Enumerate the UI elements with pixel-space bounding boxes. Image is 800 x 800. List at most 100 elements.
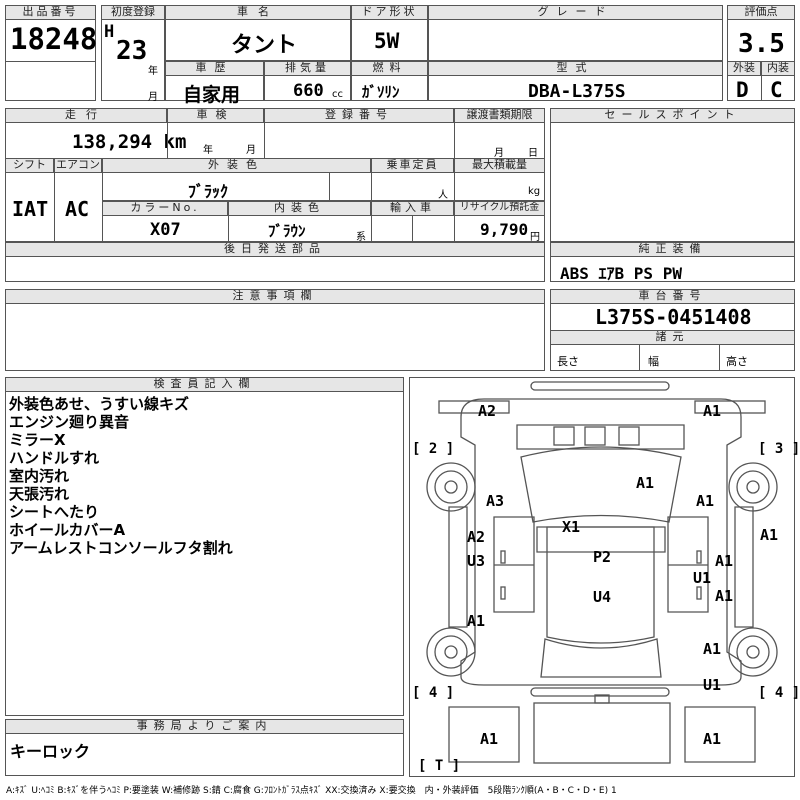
lot-number: 18248 bbox=[10, 22, 98, 56]
damage-mark: A1 bbox=[715, 552, 734, 570]
damage-mark: P2 bbox=[593, 548, 612, 566]
divider bbox=[228, 201, 229, 242]
era: H bbox=[104, 22, 115, 42]
office-note: キーロック bbox=[10, 742, 91, 761]
color-no-label: カラーNo. bbox=[102, 201, 228, 216]
grade-label: グレード bbox=[428, 5, 723, 20]
ext-label: 外装 bbox=[727, 61, 761, 76]
score: 3.5 bbox=[738, 29, 785, 59]
corner-label: [ 4 ] bbox=[758, 685, 800, 701]
ac-label: エアコン bbox=[54, 158, 102, 173]
inspector-note: ミラーX bbox=[9, 431, 66, 449]
inspector-note: 室内汚れ bbox=[9, 467, 70, 485]
divider bbox=[454, 108, 455, 158]
shift: IAT bbox=[12, 197, 49, 221]
car-name: タント bbox=[231, 33, 298, 58]
inspector-label: 検査員記入欄 bbox=[5, 377, 404, 392]
later-label: 後日発送部品 bbox=[5, 242, 545, 257]
reg-year: 23 bbox=[116, 36, 148, 66]
damage-mark: A2 bbox=[467, 528, 486, 546]
divider bbox=[167, 108, 168, 158]
int-grade: C bbox=[770, 78, 783, 102]
damage-mark: A1 bbox=[703, 640, 722, 658]
color-label: 外装色 bbox=[102, 158, 371, 173]
damage-mark: U3 bbox=[467, 552, 486, 570]
damage-mark: A2 bbox=[478, 402, 497, 420]
selling-points-block bbox=[550, 108, 795, 242]
car-name-label: 車名 bbox=[165, 5, 351, 20]
door-type: 5W bbox=[374, 29, 400, 53]
inspector-note: ハンドルすれ bbox=[9, 449, 100, 467]
divider bbox=[102, 200, 545, 201]
shift-label: シフト bbox=[5, 158, 54, 173]
first-reg-label: 初度登録 bbox=[101, 5, 165, 20]
width-label: 幅 bbox=[648, 355, 659, 368]
history: 自家用 bbox=[183, 84, 241, 106]
int-label: 内装 bbox=[761, 61, 795, 76]
model-label: 型式 bbox=[428, 61, 723, 76]
divider bbox=[54, 158, 55, 242]
damage-mark: A1 bbox=[696, 492, 715, 510]
divider bbox=[5, 61, 96, 62]
displacement-label: 排気量 bbox=[264, 61, 351, 76]
damage-mark: A1 bbox=[715, 587, 734, 605]
selling-label: セールスポイント bbox=[550, 108, 795, 123]
divider bbox=[719, 345, 720, 371]
import-label: 輸入車 bbox=[371, 201, 454, 216]
divider bbox=[412, 216, 413, 242]
capacity-label: 乗車定員 bbox=[371, 158, 454, 173]
interior-label: 内装色 bbox=[228, 201, 371, 216]
legend: A:ｷｽﾞ U:ﾍｺﾐ B:ｷｽﾞを伴うﾍｺﾐ P:要塗装 W:補修跡 S:錆 … bbox=[6, 786, 617, 796]
damage-mark: U1 bbox=[693, 569, 712, 587]
damage-mark: A1 bbox=[467, 612, 486, 630]
cc-unit: cc bbox=[332, 89, 343, 100]
damage-mark: A1 bbox=[636, 474, 655, 492]
chassis-label: 車台番号 bbox=[550, 289, 795, 304]
score-label: 評価点 bbox=[727, 5, 795, 20]
caution-label: 注意事項欄 bbox=[5, 289, 545, 304]
capacity-unit: 人 bbox=[438, 190, 448, 201]
corner-label: [ 3 ] bbox=[758, 441, 800, 457]
ext-grade: D bbox=[736, 78, 749, 102]
damage-mark: A1 bbox=[760, 526, 779, 544]
transfer-tsuki: 月 bbox=[494, 148, 504, 159]
length-label: 長さ bbox=[557, 355, 579, 368]
divider bbox=[639, 345, 640, 371]
kei-label: 系 bbox=[356, 232, 366, 243]
ac: AC bbox=[65, 197, 90, 221]
recycle-label: リサイクル預託金 bbox=[454, 201, 545, 216]
transfer-label: 譲渡書類期限 bbox=[454, 108, 545, 123]
lot-cell bbox=[5, 5, 96, 101]
damage-mark: A1 bbox=[703, 730, 722, 748]
damage-mark: A1 bbox=[480, 730, 499, 748]
load-label: 最大積載量 bbox=[454, 158, 545, 173]
office-label: 事務局よりご案内 bbox=[5, 719, 404, 734]
lot-label: 出品番号 bbox=[5, 5, 96, 20]
mileage: 138,294 km bbox=[72, 131, 187, 153]
damage-mark: U1 bbox=[703, 676, 722, 694]
corner-label: [ 2 ] bbox=[412, 441, 455, 457]
damage-mark: U4 bbox=[593, 588, 612, 606]
color-no: X07 bbox=[150, 220, 181, 240]
damage-mark: X1 bbox=[562, 518, 581, 536]
chassis-number: L375S-0451408 bbox=[595, 305, 752, 329]
inspector-note: 天張汚れ bbox=[9, 485, 70, 503]
equipment: ABS ｴｱB PS PW bbox=[560, 264, 682, 283]
door-label: ドア形状 bbox=[351, 5, 428, 20]
inspector-note: 外装色あせ、うすい線キズ bbox=[9, 395, 190, 413]
dims-label: 諸元 bbox=[550, 330, 795, 345]
reg-label: 登録番号 bbox=[264, 108, 454, 123]
color: ﾌﾞﾗｯｸ bbox=[188, 182, 229, 201]
corner-label: [ 4 ] bbox=[412, 685, 455, 701]
damage-mark: A3 bbox=[486, 492, 505, 510]
height-label: 高さ bbox=[726, 355, 748, 368]
divider bbox=[264, 108, 265, 158]
insp-nen: 年 bbox=[203, 145, 213, 156]
inspector-note: エンジン廻り異音 bbox=[9, 413, 130, 431]
model-code: DBA-L375S bbox=[528, 81, 626, 102]
first-reg-cell bbox=[101, 5, 165, 101]
tsuki-label: 月 bbox=[148, 92, 158, 103]
inspector-note: シートへたり bbox=[9, 503, 100, 521]
mileage-label: 走行 bbox=[5, 108, 167, 123]
